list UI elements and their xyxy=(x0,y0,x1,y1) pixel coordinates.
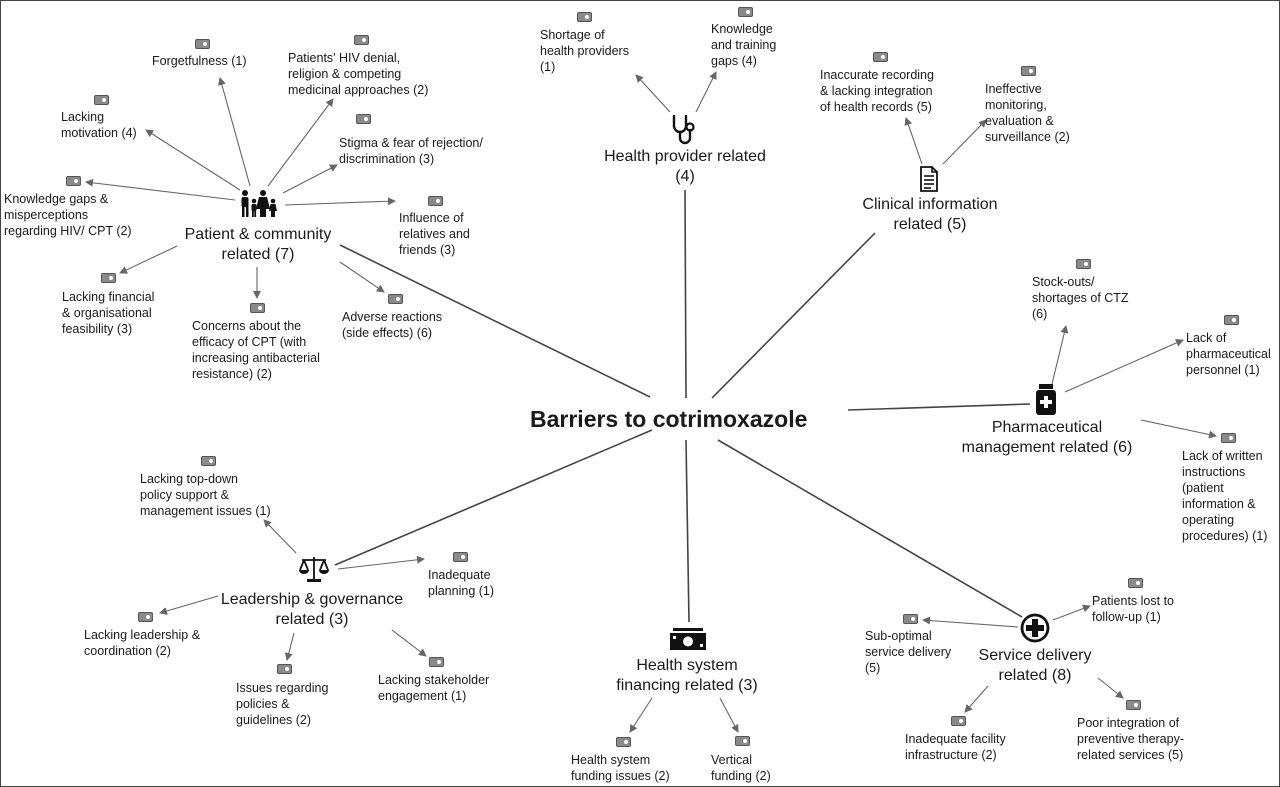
spoke-pharma xyxy=(847,403,1031,411)
barrier-forgetfulness: Forgetfulness (1) xyxy=(152,54,247,68)
tag-icon xyxy=(354,35,369,45)
category-health-provider: Health provider related (4) xyxy=(604,148,766,185)
spoke-leadership xyxy=(334,429,653,566)
tag-icon xyxy=(453,552,468,562)
barrier-poor-integration: Poor integration of preventive therapy- … xyxy=(1077,716,1185,762)
barrier-shortage-providers: Shortage of health providers (1) xyxy=(540,28,629,74)
tag-icon xyxy=(429,657,444,667)
barrier-efficacy-concerns: Concerns about the efficacy of CPT (with… xyxy=(192,319,320,381)
barrier-ineffective-monitoring: Ineffective monitoring, evaluation & sur… xyxy=(985,82,1070,144)
barrier-suboptimal-delivery: Sub-optimal service delivery (5) xyxy=(865,629,952,675)
tag-icon xyxy=(94,95,109,105)
barrier-topdown-policy: Lacking top-down policy support & manage… xyxy=(140,472,271,518)
category-patient-community: Patient & community related (7) xyxy=(184,226,332,263)
barrier-stigma: Stigma & fear of rejection/ discriminati… xyxy=(339,136,483,166)
tag-icon xyxy=(195,39,210,49)
tag-icon xyxy=(1221,433,1236,443)
tag-icon xyxy=(735,736,750,746)
scales-icon xyxy=(299,557,329,582)
tag-icon xyxy=(138,612,153,622)
tag-icon xyxy=(1076,259,1091,269)
barrier-policies-guidelines: Issues regarding policies & guidelines (… xyxy=(236,681,329,727)
tag-icon xyxy=(738,7,753,17)
money-icon xyxy=(670,628,706,650)
category-service-delivery: Service delivery related (8) xyxy=(978,647,1092,684)
category-pharmaceutical: Pharmaceutical management related (6) xyxy=(961,419,1133,456)
tag-icon xyxy=(250,303,265,313)
tag-icon xyxy=(356,114,371,124)
tag-icon xyxy=(66,176,81,186)
medicine-bottle-icon xyxy=(1036,384,1056,415)
document-icon xyxy=(920,166,938,192)
tag-icon xyxy=(616,737,631,747)
barrier-lacking-motivation: Lacking motivation (4) xyxy=(61,110,137,140)
spoke-clinical xyxy=(711,232,876,399)
medical-cross-icon xyxy=(1020,613,1050,643)
barrier-inaccurate-recording: Inaccurate recording & lacking integrati… xyxy=(820,68,934,114)
barrier-financial-feasibility: Lacking financial & organisational feasi… xyxy=(62,290,155,336)
tag-icon xyxy=(101,273,116,283)
barrier-stockouts: Stock-outs/ shortages of CTZ (6) xyxy=(1032,275,1129,321)
barrier-lost-followup: Patients lost to follow-up (1) xyxy=(1092,594,1174,624)
barrier-vertical-funding: Vertical funding (2) xyxy=(711,753,771,783)
tag-icon xyxy=(1128,578,1143,588)
barrier-influence-relatives: Influence of relatives and friends (3) xyxy=(399,211,470,257)
central-topic: Barriers to cotrimoxazole xyxy=(530,406,808,432)
barrier-funding-issues: Health system funding issues (2) xyxy=(571,753,670,783)
tag-icon xyxy=(1224,315,1239,325)
tag-icon xyxy=(903,614,918,624)
tag-icon xyxy=(1021,66,1036,76)
barrier-adverse-reactions: Adverse reactions (side effects) (6) xyxy=(342,310,443,340)
tag-icon xyxy=(577,12,592,22)
category-health-system-financing: Health system financing related (3) xyxy=(616,657,758,694)
barrier-facility-infrastructure: Inadequate facility infrastructure (2) xyxy=(905,732,1006,762)
tag-icon xyxy=(277,664,292,674)
spoke-financing xyxy=(685,439,690,623)
category-leadership-governance: Leadership & governance related (3) xyxy=(220,591,404,628)
barrier-leadership-coordination: Lacking leadership & coordination (2) xyxy=(84,628,201,658)
spoke-service xyxy=(717,439,1023,618)
tag-icon xyxy=(1126,700,1141,710)
barrier-stakeholder-engagement: Lacking stakeholder engagement (1) xyxy=(378,673,490,703)
barrier-inadequate-planning: Inadequate planning (1) xyxy=(428,568,495,598)
category-clinical-information: Clinical information related (5) xyxy=(862,196,998,233)
tag-icon xyxy=(873,52,888,62)
tag-icon xyxy=(428,196,443,206)
barrier-knowledge-training: Knowledge and training gaps (4) xyxy=(711,22,777,68)
tag-icon xyxy=(388,294,403,304)
barrier-lack-pharm-personnel: Lack of pharmaceutical personnel (1) xyxy=(1186,331,1271,377)
tag-icon xyxy=(951,716,966,726)
spoke-provider xyxy=(684,189,687,399)
spoke-patient xyxy=(339,244,651,398)
family-icon xyxy=(241,190,277,217)
stethoscope-icon xyxy=(672,114,695,145)
barrier-lack-written-instructions: Lack of written instructions (patient in… xyxy=(1182,449,1268,543)
barrier-hiv-denial: Patients' HIV denial, religion & competi… xyxy=(288,51,429,97)
barrier-knowledge-gaps: Knowledge gaps & misperceptions regardin… xyxy=(4,192,132,238)
tag-icon xyxy=(201,456,216,466)
